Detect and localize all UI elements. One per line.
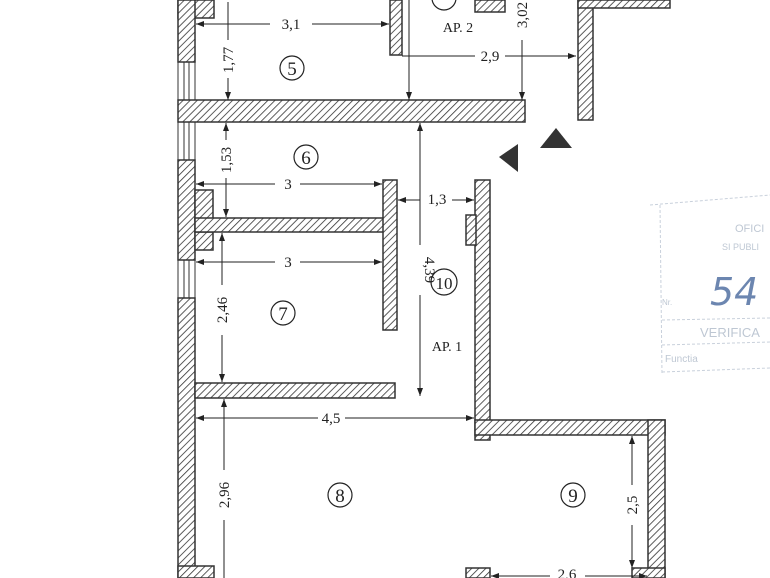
dim-2-96: 2,96 <box>217 481 233 508</box>
room-10: 10 <box>436 274 453 293</box>
entrance-arrow-up-icon <box>540 128 572 148</box>
dim-4-5: 4,5 <box>322 411 341 427</box>
dim-3-b: 3 <box>284 255 292 271</box>
dimension-labels: 3,1 1,77 3,02 2,9 1,53 3 1,3 3 2,46 4,39… <box>215 2 641 578</box>
dim-2-6: 2,6 <box>558 567 577 578</box>
room-labels <box>270 0 586 508</box>
dimension-lines <box>196 0 647 578</box>
apartment-1-label: AP. 1 <box>432 340 462 355</box>
stamp: OFICI SI PUBLI 54 Nr. VERIFICA Functia <box>649 194 770 376</box>
stamp-line2: SI PUBLI <box>722 242 759 252</box>
dim-1-77: 1,77 <box>221 46 237 73</box>
dim-3-1: 3,1 <box>282 17 301 33</box>
room-7: 7 <box>278 304 288 325</box>
stamp-line3: Nr. <box>662 298 672 307</box>
windows <box>177 61 196 299</box>
dim-1-53: 1,53 <box>219 147 235 173</box>
walls <box>177 0 671 578</box>
apartment-2-label: AP. 2 <box>443 21 473 36</box>
stamp-number: 54 <box>710 270 758 314</box>
room-9: 9 <box>568 486 578 507</box>
dim-1-3: 1,3 <box>428 192 447 208</box>
dim-3-02: 3,02 <box>515 2 531 28</box>
dim-3-a: 3 <box>284 177 292 193</box>
stamp-line1: OFICI <box>735 223 764 235</box>
dim-2-46: 2,46 <box>215 296 231 323</box>
entrance-arrows <box>499 128 572 172</box>
room-5: 5 <box>287 59 297 80</box>
stamp-line5: Functia <box>665 354 698 365</box>
stamp-line4: VERIFICA <box>700 325 760 340</box>
room-6: 6 <box>301 148 311 169</box>
dim-4-39: 4,39 <box>421 257 437 283</box>
dim-2-5: 2,5 <box>625 496 641 515</box>
dim-2-9: 2,9 <box>481 49 500 65</box>
room-numbers: 5 6 7 8 9 10 AP. 2 AP. 1 <box>278 21 578 507</box>
room-8: 8 <box>335 486 345 507</box>
entrance-arrow-left-icon <box>499 144 518 172</box>
